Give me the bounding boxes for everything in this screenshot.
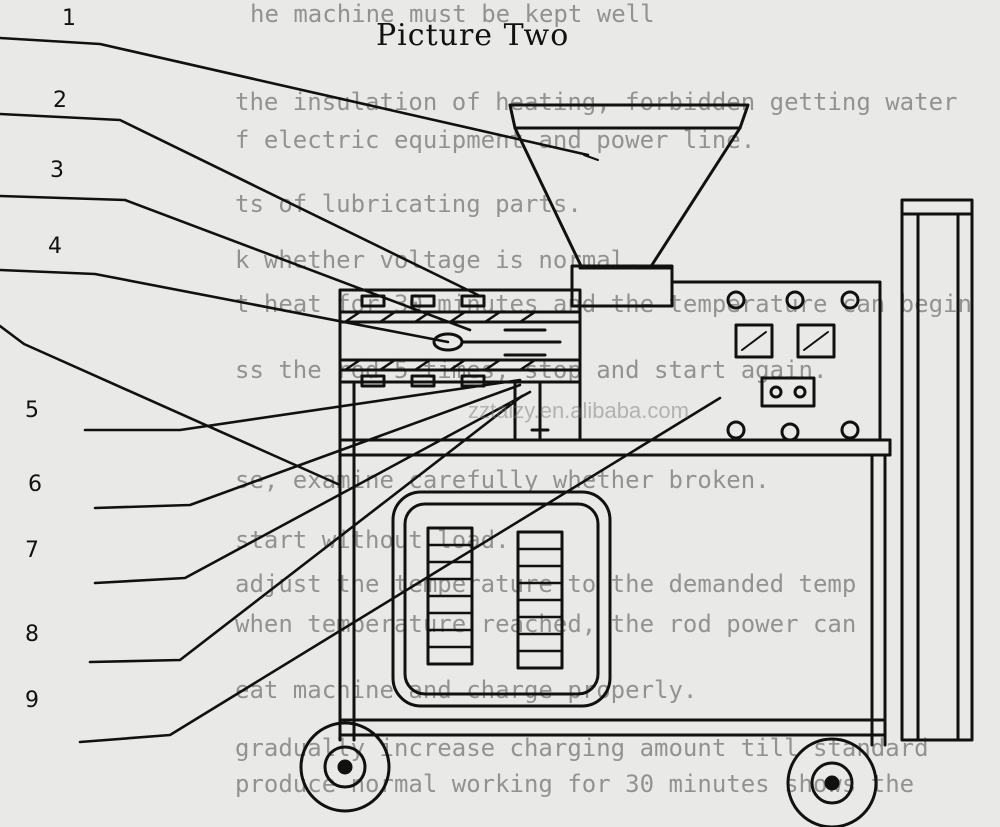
wheel-left	[299, 721, 391, 813]
bleed-line-3: f electric equipment and power line.	[235, 126, 756, 154]
bleed-line-14: produce normal working for 30 minutes sh…	[235, 770, 915, 798]
callout-7: 7	[25, 538, 39, 563]
hopper	[508, 103, 750, 308]
callout-5: 5	[25, 398, 39, 423]
bleed-line-1: he machine must be kept well	[250, 0, 655, 28]
watermark: zztaizy.en.alibaba.com	[468, 398, 689, 423]
leader-lines	[0, 36, 722, 744]
callout-9: 9	[25, 688, 39, 713]
callout-2: 2	[53, 88, 67, 113]
bleed-line-9: start without load.	[235, 526, 510, 554]
bleed-line-8: se, examine carefully whether broken.	[235, 466, 770, 494]
callout-4: 4	[48, 234, 62, 259]
diagram-title: Picture Two	[376, 18, 570, 53]
callout-1: 1	[62, 6, 76, 31]
callout-6: 6	[28, 472, 42, 497]
extruder-barrel	[338, 288, 582, 442]
callout-8: 8	[25, 622, 39, 647]
control-box	[578, 266, 882, 442]
callout-3: 3	[50, 158, 64, 183]
bleed-line-12: eat machine and charge properly.	[235, 676, 698, 704]
frame	[338, 198, 974, 747]
wheel-right	[786, 737, 878, 827]
cabinet	[391, 490, 612, 708]
